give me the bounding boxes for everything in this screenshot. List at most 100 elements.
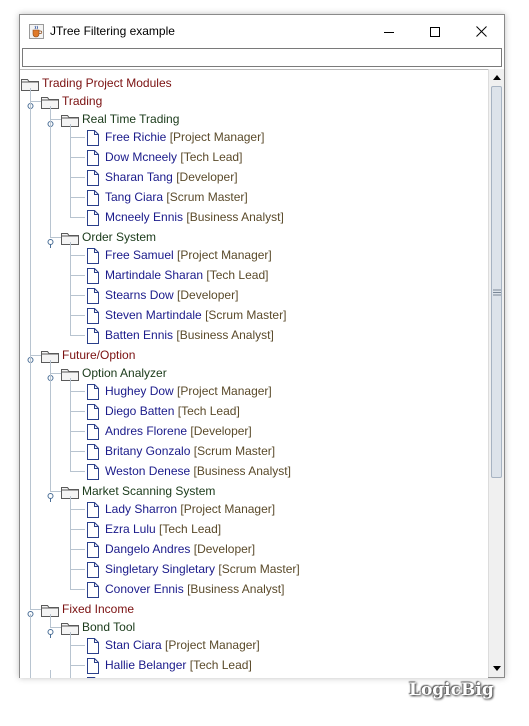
tree-line — [50, 491, 61, 492]
tree-line — [50, 237, 61, 238]
title-bar[interactable]: JTree Filtering example — [20, 15, 504, 48]
tree-line — [50, 627, 61, 628]
tree-line — [50, 373, 61, 374]
tree-line — [70, 589, 85, 590]
tree-leaf-label: Tang Ciara [Scrum Master] — [105, 188, 248, 206]
member-name: Batten Ennis — [105, 328, 174, 342]
tree-leaf-label: Mcneely Ennis [Business Analyst] — [105, 208, 284, 226]
member-name: Martindale Sharan — [105, 268, 204, 282]
tree-line — [70, 255, 85, 256]
system-label-text: Market Scanning System — [82, 484, 216, 498]
category-label-text: Future/Option — [62, 348, 136, 362]
member-name: Dangelo Andres — [105, 542, 191, 556]
maximize-button[interactable] — [412, 15, 458, 48]
tree-line — [70, 549, 85, 550]
close-button[interactable] — [458, 15, 504, 48]
member-name: Free Richie — [105, 130, 167, 144]
member-role: [Scrum Master] — [193, 444, 276, 458]
member-role: [Tech Lead] — [206, 268, 269, 282]
tree-line — [70, 137, 85, 138]
tree-line — [70, 124, 71, 218]
member-name: Steven Martindale — [105, 308, 202, 322]
tree-leaf-label: Conover Ennis [Business Analyst] — [105, 580, 284, 598]
member-name: Stan Ciara — [105, 638, 162, 652]
expand-handle-icon[interactable] — [46, 623, 55, 638]
member-name: Ezra Lulu — [105, 522, 156, 536]
minimize-icon — [384, 31, 394, 33]
scroll-up-button[interactable] — [489, 69, 504, 85]
member-role: [Scrum Master] — [205, 308, 287, 322]
tree-leaf-label: Free Richie [Project Manager] — [105, 128, 264, 146]
member-role: [Project Manager] — [169, 130, 265, 144]
tree-leaf-label: Stan Ciara [Project Manager] — [105, 636, 260, 654]
member-name: Lady Sharron — [105, 502, 178, 516]
tree-line — [70, 509, 85, 510]
expand-handle-icon[interactable] — [46, 487, 55, 502]
tree-line — [50, 360, 51, 492]
tree-line — [70, 645, 85, 646]
member-role: [Project Manager] — [180, 502, 276, 516]
scroll-thumb[interactable] — [491, 86, 502, 478]
member-role: [Developer] — [190, 424, 252, 438]
member-name: Diego Batten — [105, 404, 175, 418]
member-role: [Tech Lead] — [180, 150, 243, 164]
tree-category-label: Fixed Income — [62, 600, 134, 618]
scroll-down-button[interactable] — [489, 660, 504, 676]
member-role: [Business Analyst] — [176, 328, 274, 342]
tree-leaf-label: Weston Denese [Business Analyst] — [105, 462, 291, 480]
member-name: Mcneely Ennis — [105, 210, 184, 224]
minimize-button[interactable] — [366, 15, 412, 48]
tree-leaf-label: Sharan Tang [Developer] — [105, 168, 238, 186]
tree-line — [70, 275, 85, 276]
system-label-text: Order System — [82, 230, 157, 244]
arrow-down-icon — [492, 665, 501, 671]
tree-line — [30, 355, 41, 356]
tree-line — [70, 378, 71, 472]
member-name: Britany Gonzalo — [105, 444, 191, 458]
filter-input[interactable] — [22, 48, 502, 67]
tree-line — [50, 119, 61, 120]
app-window: JTree Filtering example Trading Project … — [19, 14, 505, 678]
member-role: [Project Manager] — [177, 248, 272, 262]
system-label-text: Bond Tool — [82, 620, 136, 634]
tree-line — [70, 295, 85, 296]
tree-leaf-label: Diego Batten [Tech Lead] — [105, 402, 240, 420]
tree-system-label: Real Time Trading — [82, 110, 179, 128]
member-role: [Developer] — [177, 288, 239, 302]
vertical-scrollbar[interactable] — [488, 69, 504, 677]
close-icon — [475, 26, 487, 37]
tree-leaf-label: Britany Gonzalo [Scrum Master] — [105, 442, 275, 460]
root-label-text: Trading Project Modules — [42, 76, 172, 90]
tree-line — [70, 157, 85, 158]
tree-leaf-label: Lady Sharron [Project Manager] — [105, 500, 275, 518]
member-role: [Developer] — [176, 170, 238, 184]
member-name: Free Samuel — [105, 248, 174, 262]
tree-line — [70, 451, 85, 452]
tree-line — [70, 411, 85, 412]
member-name: Tang Ciara — [105, 190, 164, 204]
member-name: Dow Mcneely — [105, 150, 178, 164]
system-label-text: Real Time Trading — [82, 112, 180, 126]
member-name: Andres Florene — [105, 424, 188, 438]
tree-line — [70, 431, 85, 432]
tree-line — [70, 569, 85, 570]
tree-line — [30, 101, 41, 102]
tree-line — [70, 177, 85, 178]
member-role: [Tech Lead] — [189, 658, 252, 672]
member-name: Hughey Dow — [105, 384, 174, 398]
member-role: [Tech Lead] — [159, 522, 222, 536]
maximize-icon — [430, 26, 440, 37]
grip-icon — [493, 289, 501, 296]
expand-handle-icon[interactable] — [46, 233, 55, 248]
member-role: [Scrum Master] — [166, 190, 248, 204]
member-name: Stearns Dow — [105, 288, 174, 302]
member-role: [Project Manager] — [165, 638, 260, 652]
tree-line — [50, 670, 51, 678]
tree-system-label: Bond Tool — [82, 618, 135, 636]
category-label-text: Trading — [62, 94, 103, 108]
member-role: [Business Analyst] — [187, 582, 285, 596]
tree-line — [70, 471, 85, 472]
member-name: Weston Denese — [105, 464, 191, 478]
tree-line — [70, 217, 85, 218]
